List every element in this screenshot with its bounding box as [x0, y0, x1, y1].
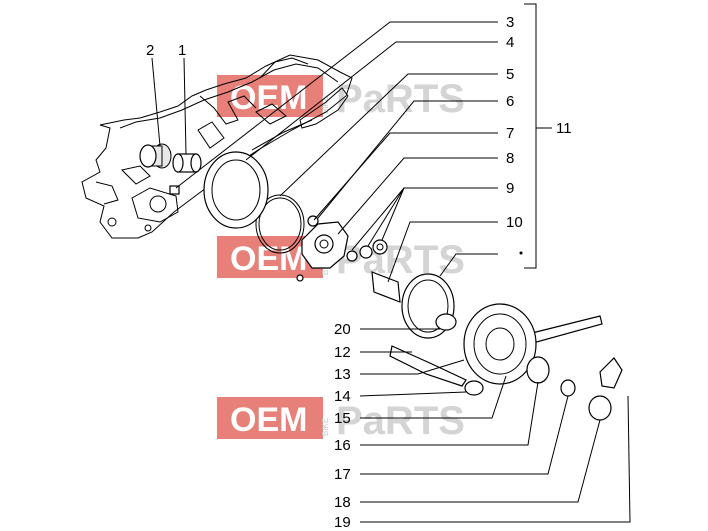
part-18-gear	[588, 395, 612, 421]
callout-4: 4	[506, 34, 514, 51]
callout-2: 2	[146, 42, 154, 59]
callout-5: 5	[506, 66, 514, 83]
part-14-washer	[464, 380, 484, 396]
watermark-bike-text: BIKE	[321, 96, 330, 114]
watermark-bike-text: BIKE	[321, 418, 330, 436]
leader-lines	[151, 3, 631, 523]
callout-16: 16	[334, 437, 351, 454]
watermark-parts-text: PaRTS	[336, 399, 465, 443]
callout-1: 1	[178, 42, 186, 59]
part-1-bushing	[172, 153, 202, 173]
part-16-clutch-shoe	[526, 356, 550, 384]
part-8-fan-plate	[296, 221, 349, 282]
watermark-oem-box	[217, 397, 323, 439]
watermark-oem-text: OEM	[230, 401, 307, 439]
part-12-belt	[389, 315, 603, 387]
callout-14: 14	[334, 388, 351, 405]
part-3-nut	[169, 185, 180, 195]
part-4-cover-plate	[203, 151, 269, 229]
part-9-roller-set	[346, 239, 388, 262]
watermark-oem-box	[217, 75, 323, 117]
callout-10: 10	[506, 214, 523, 231]
part-13-clutch-drum	[463, 303, 537, 385]
callout-13: 13	[334, 366, 351, 383]
callout-6: 6	[506, 93, 514, 110]
callout-18: 18	[334, 494, 351, 511]
callout-19: 19	[334, 514, 351, 531]
watermark-oem-text: OEM	[230, 79, 307, 117]
part-11-pulley-assembly	[401, 273, 457, 339]
callout-20: 20	[334, 321, 351, 338]
callout-7: 7	[506, 125, 514, 142]
callout-11: 11	[556, 120, 572, 137]
callout-17: 17	[334, 466, 351, 483]
watermark-parts-text: PaRTS	[336, 238, 465, 282]
watermark-bottom: OEM BIKE PaRTS	[217, 397, 465, 443]
callout-labels: 1 2 3 4 5 6 7 8 9 10 11 12 13 14 15 16 1…	[146, 14, 572, 531]
callout-12: 12	[334, 344, 351, 361]
watermark-top: OEM BIKE PaRTS	[217, 75, 465, 121]
callout-9: 9	[506, 180, 514, 197]
watermark-parts-text: PaRTS	[336, 77, 465, 121]
callout-3: 3	[506, 14, 514, 31]
part-5-gasket	[255, 194, 305, 254]
callout-8: 8	[506, 150, 514, 167]
part-19-gasket	[599, 357, 623, 389]
part-17-bearing	[560, 379, 576, 397]
callout-15: 15	[334, 410, 351, 427]
part-2-drive-gear	[139, 143, 172, 169]
